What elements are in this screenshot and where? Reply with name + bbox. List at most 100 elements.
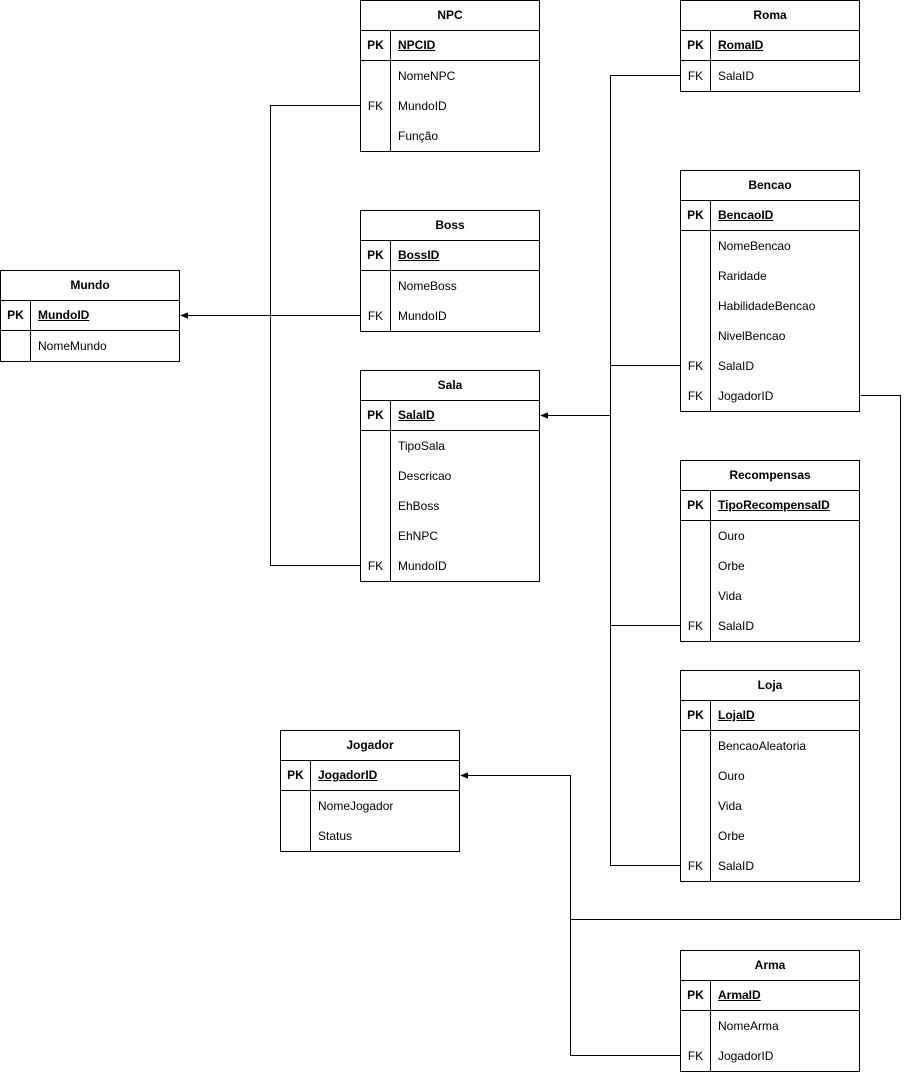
table-title: Roma [681, 1, 859, 31]
field-row[interactable]: NomeMundo [1, 331, 179, 361]
field-name: Vida [718, 589, 742, 603]
field-name: NomeNPC [398, 69, 456, 83]
key-marker [281, 791, 311, 821]
field-row[interactable]: NomeBencao [681, 231, 859, 261]
key-marker [681, 291, 711, 321]
key-marker [361, 521, 391, 551]
field-row[interactable]: Orbe [681, 821, 859, 851]
field-row[interactable]: EhBoss [361, 491, 539, 521]
field-name: EhBoss [398, 499, 440, 513]
key-marker [681, 731, 711, 761]
field-name: NomeJogador [318, 799, 394, 813]
field-row[interactable]: NivelBencao [681, 321, 859, 351]
field-name: BencaoAleatoria [718, 739, 807, 753]
key-marker [361, 61, 391, 91]
key-marker: PK [681, 31, 711, 60]
field-name: NomeBencao [718, 239, 791, 253]
field-row[interactable]: Ouro [681, 521, 859, 551]
key-marker: FK [681, 851, 711, 881]
table-title: Loja [681, 671, 859, 701]
table-title: Bencao [681, 171, 859, 201]
field-name: SalaID [718, 69, 755, 83]
field-row[interactable]: Vida [681, 791, 859, 821]
field-name: Ouro [718, 769, 745, 783]
field-row[interactable]: BencaoAleatoria [681, 731, 859, 761]
field-row[interactable]: NomeNPC [361, 61, 539, 91]
field-row[interactable]: Orbe [681, 551, 859, 581]
key-marker [361, 271, 391, 301]
field-name: MundoID [398, 559, 447, 573]
primary-key-row[interactable]: PK JogadorID [281, 761, 459, 791]
field-row[interactable]: Vida [681, 581, 859, 611]
field-name: RomaID [718, 38, 764, 52]
field-name: TipoSala [398, 439, 445, 453]
key-marker: PK [361, 31, 391, 60]
field-row[interactable]: TipoSala [361, 431, 539, 461]
key-marker: PK [361, 401, 391, 430]
field-name: Descricao [398, 469, 452, 483]
field-name: ArmaID [718, 988, 761, 1002]
foreign-key-row[interactable]: FK MundoID [361, 551, 539, 581]
field-row[interactable]: EhNPC [361, 521, 539, 551]
field-row[interactable]: Status [281, 821, 459, 851]
key-marker: FK [681, 351, 711, 381]
field-row[interactable]: HabilidadeBencao [681, 291, 859, 321]
field-name: Ouro [718, 529, 745, 543]
field-row[interactable]: NomeBoss [361, 271, 539, 301]
field-row[interactable]: Função [361, 121, 539, 151]
field-row[interactable]: NomeJogador [281, 791, 459, 821]
field-name: SalaID [718, 619, 755, 633]
field-name: LojaID [718, 708, 755, 722]
foreign-key-row[interactable]: FK SalaID [681, 351, 859, 381]
field-name: Orbe [718, 829, 745, 843]
field-name: Orbe [718, 559, 745, 573]
field-name: MundoID [38, 308, 90, 322]
field-row[interactable]: Raridade [681, 261, 859, 291]
table-title: NPC [361, 1, 539, 31]
field-name: SalaID [718, 359, 755, 373]
table-title: Mundo [1, 271, 179, 301]
key-marker: PK [681, 981, 711, 1010]
key-marker [361, 491, 391, 521]
key-marker: PK [281, 761, 311, 790]
field-name: JogadorID [318, 768, 378, 782]
connector-npc-mundo [270, 105, 361, 566]
field-row[interactable]: NomeArma [681, 1011, 859, 1041]
foreign-key-row[interactable]: FK SalaID [681, 851, 859, 881]
key-marker: FK [361, 551, 391, 581]
key-marker: FK [361, 91, 391, 121]
primary-key-row[interactable]: PK ArmaID [681, 981, 859, 1011]
foreign-key-row[interactable]: FK SalaID [681, 611, 859, 641]
field-row[interactable]: Descricao [361, 461, 539, 491]
key-marker: PK [681, 201, 711, 230]
key-marker: FK [681, 611, 711, 641]
field-row[interactable]: Ouro [681, 761, 859, 791]
field-name: Vida [718, 799, 742, 813]
field-name: SalaID [718, 859, 755, 873]
field-name: BossID [398, 248, 440, 262]
key-marker: FK [361, 301, 391, 331]
primary-key-row[interactable]: PK RomaID [681, 31, 859, 61]
